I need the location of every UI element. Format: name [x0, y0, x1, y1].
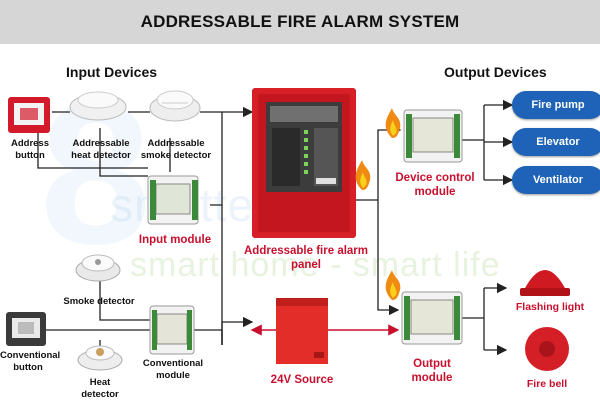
flame-icon: [385, 270, 401, 300]
heat-detector-label: Heat detector: [81, 377, 119, 400]
addressable-heat-detector-label: Addressable heat detector: [71, 138, 131, 161]
address-button-label: Address button: [10, 138, 49, 161]
power-source-device: [276, 298, 328, 364]
fire-pump-pill: Fire pump: [512, 91, 600, 119]
smoke-detector-label: Smoke detector: [63, 296, 135, 307]
addressable-smoke-detector-device: [149, 90, 201, 122]
ventilator-pill: Ventilator: [512, 166, 600, 194]
flashing-light-device: [520, 270, 570, 296]
fire-bell-device: [525, 327, 569, 371]
smoke-detector-device: [75, 254, 121, 282]
output-module-label: Output module: [411, 358, 453, 384]
input-module-label: Input module: [138, 234, 212, 246]
flame-icon: [355, 160, 371, 190]
diagram-title: ADDRESSABLE FIRE ALARM SYSTEM: [140, 12, 460, 31]
heat-detector-device: [77, 345, 123, 371]
flashing-light-label: Flashing light: [515, 301, 585, 313]
conventional-module-label: Conventional module: [142, 358, 204, 381]
conventional-button-label: Conventional button: [0, 350, 61, 373]
input-module-device: [147, 175, 199, 225]
conventional-button-device: [6, 312, 46, 346]
addressable-heat-detector-device: [69, 91, 127, 121]
device-control-module-device: [403, 109, 463, 163]
input-devices-heading: Input Devices: [66, 64, 158, 80]
elevator-pill: Elevator: [512, 128, 600, 156]
watermark-tagline: smart home - smart life: [130, 246, 501, 284]
power-source-label: 24V Source: [270, 374, 334, 386]
device-control-module-label: Device control module: [395, 172, 475, 198]
output-devices-heading: Output Devices: [444, 64, 547, 80]
addressable-smoke-detector-label: Addressable smoke detector: [140, 138, 212, 161]
fire-alarm-panel-device: [252, 88, 356, 238]
fire-alarm-panel-label: Addressable fire alarm panel: [244, 245, 369, 271]
title-bar: ADDRESSABLE FIRE ALARM SYSTEM: [0, 0, 600, 44]
fire-bell-label: Fire bell: [526, 378, 568, 390]
flame-icon: [385, 108, 401, 138]
address-button-device: [8, 97, 50, 133]
output-module-device: [401, 291, 463, 345]
conventional-module-device: [149, 305, 195, 355]
